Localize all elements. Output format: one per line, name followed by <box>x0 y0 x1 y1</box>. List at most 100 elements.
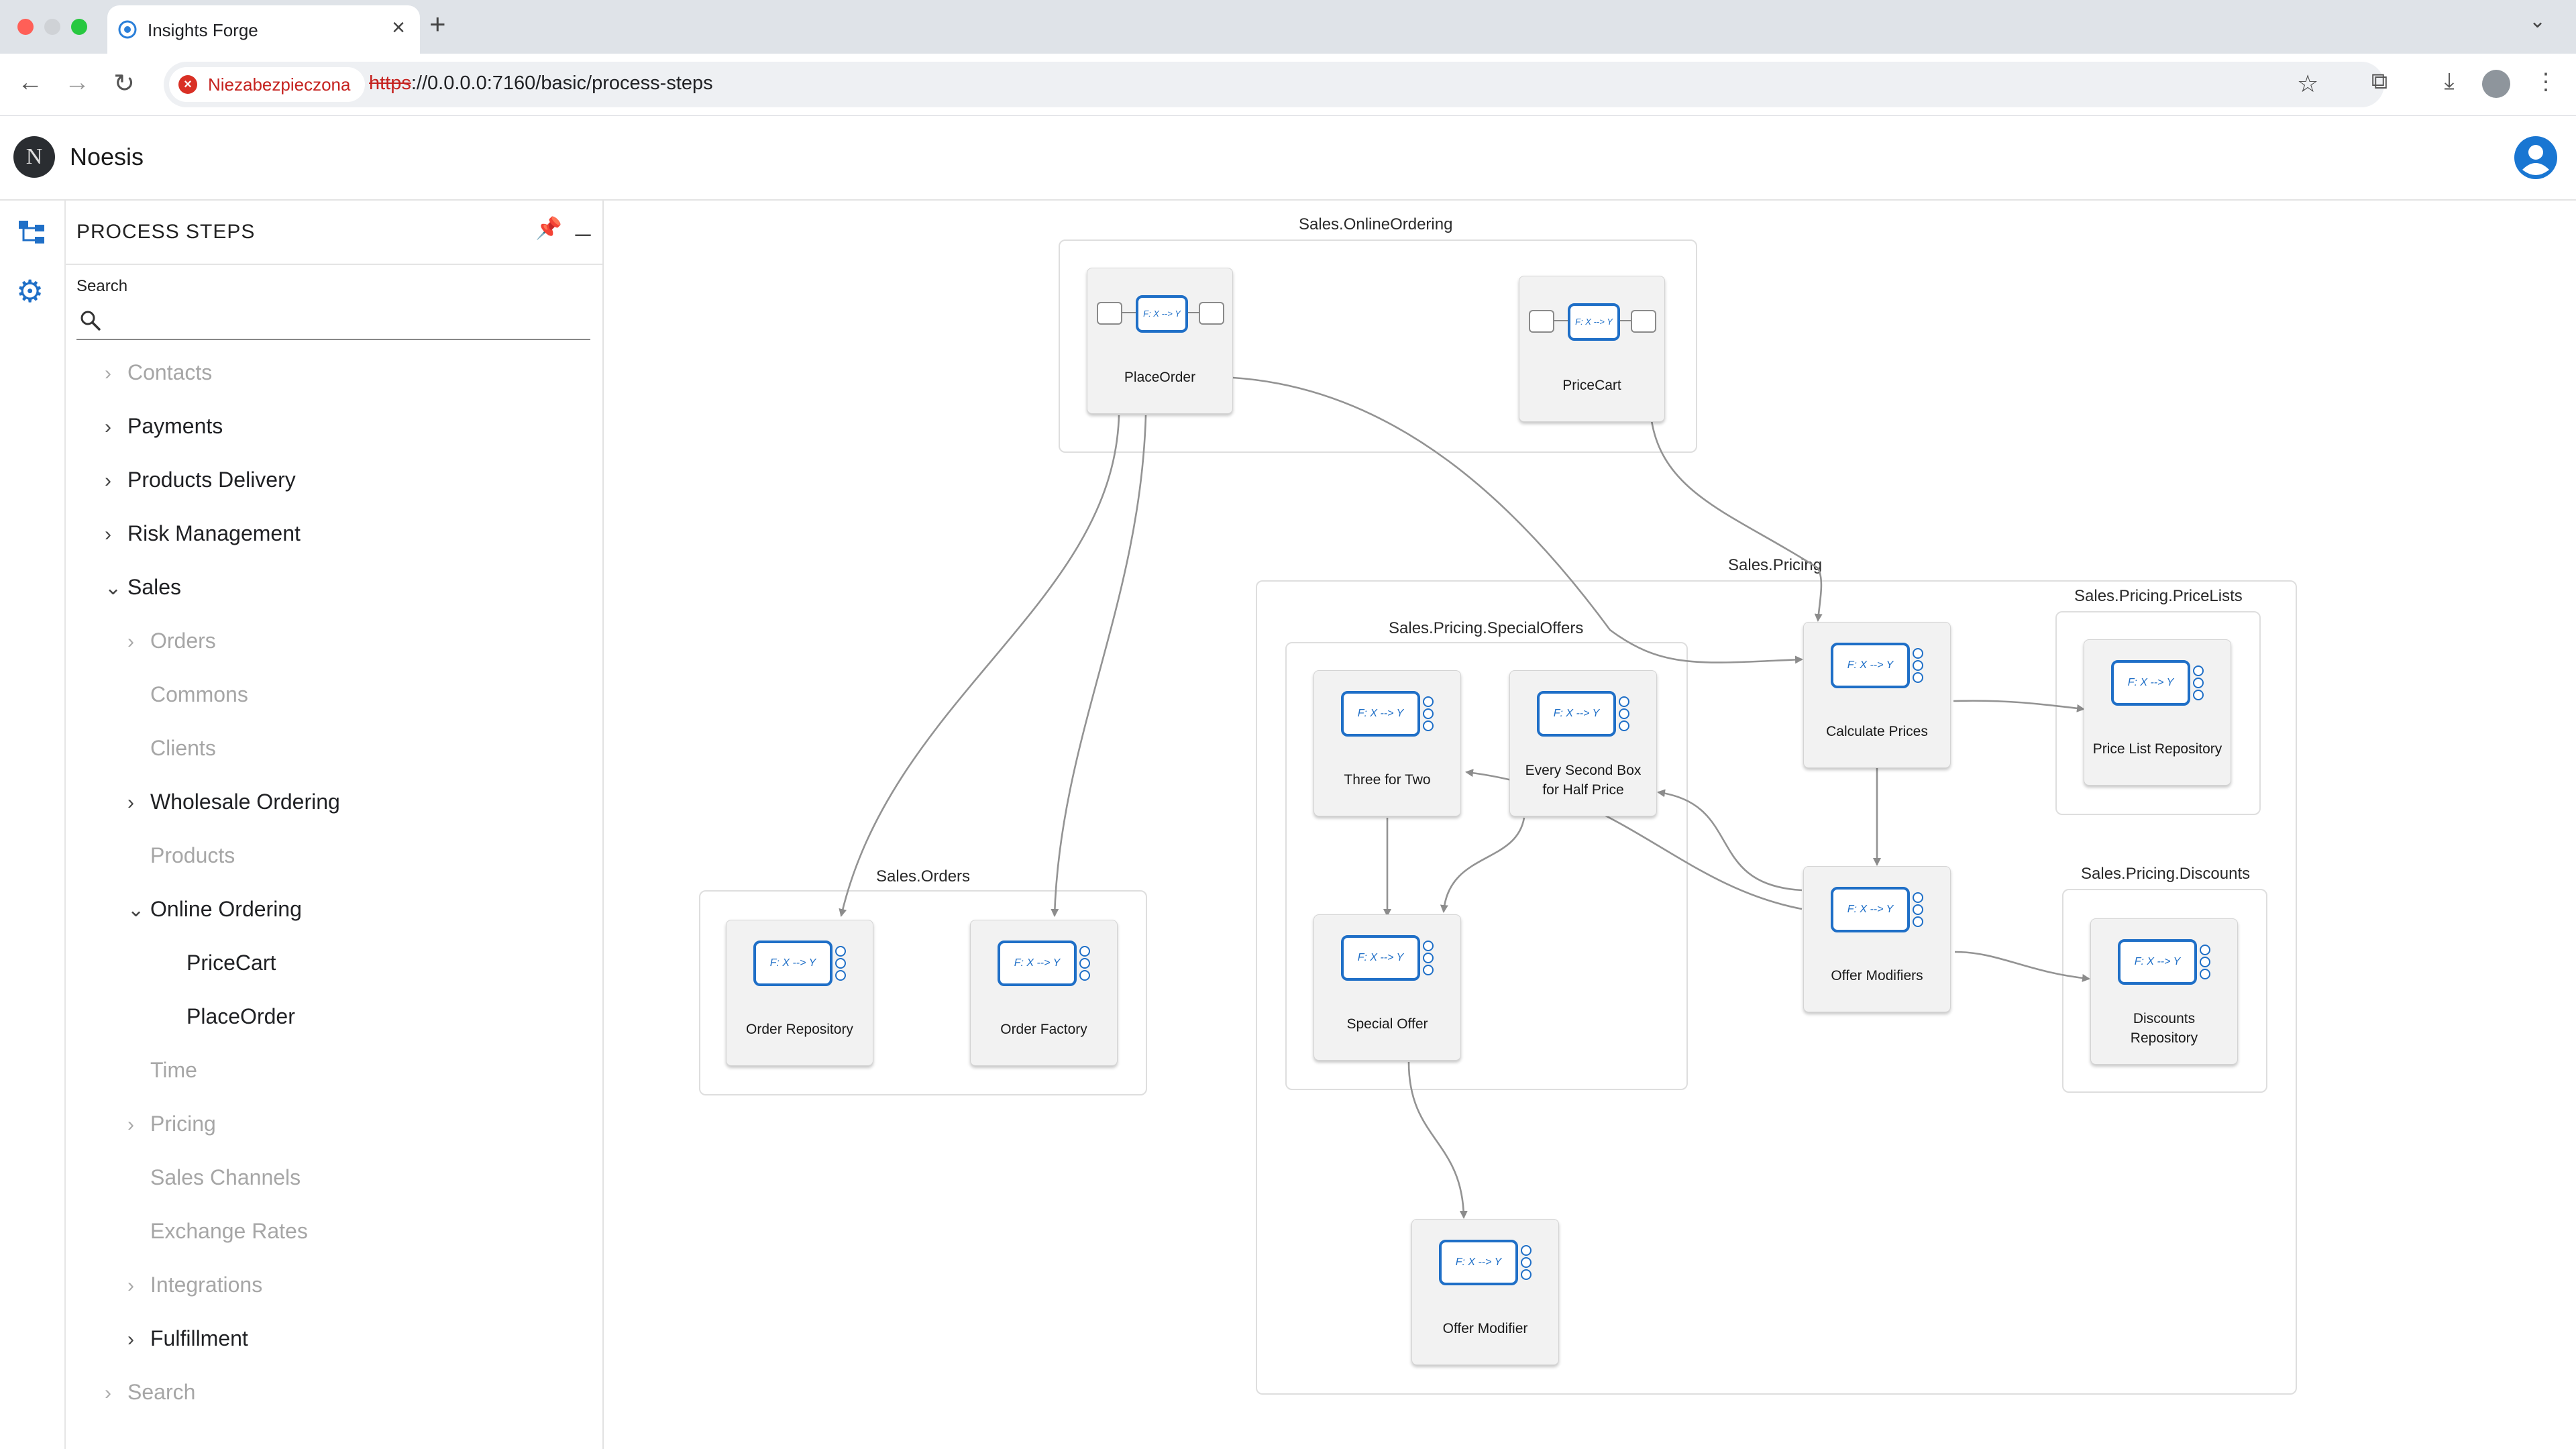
chevron-right-icon: › <box>105 416 111 438</box>
tree-item-label: Online Ordering <box>150 897 302 921</box>
node-offer-modifiers[interactable]: F: X --> Y Offer Modifiers <box>1803 866 1951 1012</box>
function-icon: F: X --> Y <box>1136 295 1188 333</box>
download-icon[interactable]: ⤓ <box>2444 68 2455 94</box>
group-sales-online-ordering <box>1059 239 1697 453</box>
tree-item-orders[interactable]: ›Orders <box>127 624 216 657</box>
ports-icon <box>1619 696 1629 733</box>
node-every-second-box-for-half-price[interactable]: F: X --> Y Every Second Box for Half Pri… <box>1509 670 1657 816</box>
tree-item-placeorder[interactable]: PlaceOrder <box>186 1000 295 1033</box>
tree-item-products-delivery[interactable]: ›Products Delivery <box>105 463 296 496</box>
tree-item-label: PlaceOrder <box>186 1004 295 1028</box>
tree-item-label: Time <box>150 1058 197 1082</box>
edge-offer-modifiers-to-every-second-box <box>1657 789 1803 892</box>
node-placeorder[interactable]: F: X --> Y PlaceOrder <box>1087 268 1233 414</box>
function-icon: F: X --> Y <box>1831 643 1910 688</box>
minimize-panel-icon[interactable]: _ <box>576 207 591 237</box>
node-special-offer[interactable]: F: X --> Y Special Offer <box>1313 914 1461 1061</box>
chevron-down-icon: ⌄ <box>127 899 145 921</box>
node-offer-modifier[interactable]: F: X --> Y Offer Modifier <box>1411 1219 1559 1365</box>
group-label: Sales.Pricing.PriceLists <box>2074 587 2243 605</box>
search-label: Search <box>76 277 128 295</box>
tree-item-label: Sales Channels <box>150 1165 301 1189</box>
ports-icon <box>835 946 846 982</box>
profile-avatar[interactable] <box>2482 70 2510 98</box>
tree-item-pricecart[interactable]: PriceCart <box>186 946 276 979</box>
address-bar[interactable]: × Niezabezpieczona https://0.0.0.0:7160/… <box>164 62 2384 107</box>
browser-tab-strip: Insights Forge × + ⌄ <box>0 0 2576 54</box>
tree-item-wholesale-ordering[interactable]: ›Wholesale Ordering <box>127 785 340 818</box>
edge-pricecart-to-calculate-prices <box>1650 420 1823 622</box>
search-field[interactable] <box>76 301 590 340</box>
tree-item-time[interactable]: Time <box>150 1053 197 1087</box>
group-sales-orders <box>699 890 1147 1095</box>
node-calculate-prices[interactable]: F: X --> Y Calculate Prices <box>1803 622 1951 768</box>
settings-gear-icon[interactable]: ⚙ <box>16 274 44 309</box>
tab-search-chevron-icon[interactable]: ⌄ <box>2529 10 2546 32</box>
edge-calculate-prices-to-price-list-repository <box>1953 700 2085 712</box>
new-tab-icon[interactable]: + <box>429 8 446 40</box>
edge-special-offer-to-offer-modifier <box>1407 1061 1468 1219</box>
node-three-for-two[interactable]: F: X --> Y Three for Two <box>1313 670 1461 816</box>
node-label: PlaceOrder <box>1124 370 1196 385</box>
function-icon: F: X --> Y <box>1439 1240 1518 1285</box>
maximize-window-icon[interactable] <box>71 19 87 35</box>
function-icon: F: X --> Y <box>1341 691 1420 737</box>
tree-item-integrations[interactable]: ›Integrations <box>127 1268 262 1301</box>
group-sales-pricing-discounts <box>2062 889 2267 1093</box>
chevron-right-icon: › <box>127 1114 134 1136</box>
user-account-icon[interactable] <box>2514 136 2557 179</box>
group-sales-pricing-pricelists <box>2055 611 2261 815</box>
close-window-icon[interactable] <box>17 19 34 35</box>
security-chip[interactable]: × Niezabezpieczona <box>169 67 366 102</box>
ports-icon <box>1079 946 1090 982</box>
tree-item-contacts[interactable]: ›Contacts <box>105 356 212 389</box>
group-sales-pricing-special-offers <box>1285 642 1688 1090</box>
node-label: Discounts <box>2133 1011 2196 1026</box>
search-input[interactable] <box>110 304 582 336</box>
browser-tab[interactable]: Insights Forge × <box>107 5 420 54</box>
tree-item-risk-management[interactable]: ›Risk Management <box>105 517 301 550</box>
bookmark-star-icon[interactable]: ☆ <box>2297 70 2319 97</box>
process-tree-icon[interactable] <box>17 219 47 246</box>
tree-item-clients[interactable]: Clients <box>150 731 216 765</box>
ports-icon <box>1423 696 1434 733</box>
tree-item-sales-channels[interactable]: Sales Channels <box>150 1161 301 1194</box>
tree-item-label: Search <box>127 1380 196 1404</box>
node-order-repository[interactable]: F: X --> Y Order Repository <box>726 920 873 1066</box>
tree-item-pricing[interactable]: ›Pricing <box>127 1107 216 1140</box>
node-order-factory[interactable]: F: X --> Y Order Factory <box>970 920 1118 1066</box>
forward-icon[interactable]: → <box>64 68 90 97</box>
minimize-window-icon[interactable] <box>44 19 60 35</box>
extensions-icon[interactable]: ⧉ <box>2371 68 2388 94</box>
node-label: PriceCart <box>1562 378 1621 393</box>
tree-item-products[interactable]: Products <box>150 839 235 872</box>
tree-item-search[interactable]: ›Search <box>105 1375 195 1409</box>
tree-item-payments[interactable]: ›Payments <box>105 409 223 443</box>
browser-menu-icon[interactable]: ⋮ <box>2534 69 2557 95</box>
tree-item-exchange-rates[interactable]: Exchange Rates <box>150 1214 308 1248</box>
ports-icon <box>1913 648 1923 684</box>
process-steps-panel: PROCESS STEPS 📌 _ Search ›Contacts ›Paym… <box>66 201 604 1449</box>
tree-item-commons[interactable]: Commons <box>150 678 248 711</box>
reload-icon[interactable]: ↻ <box>113 70 135 98</box>
tree-item-online-ordering[interactable]: ⌄Online Ordering <box>127 892 302 926</box>
edge-placeorder-to-calculate-prices <box>1232 376 1803 664</box>
tab-close-icon[interactable]: × <box>392 15 405 40</box>
ports-icon <box>1423 941 1434 977</box>
node-price-list-repository[interactable]: F: X --> Y Price List Repository <box>2084 639 2231 786</box>
pin-icon[interactable]: 📌 <box>535 216 562 240</box>
edge-placeorder-to-order-factory <box>1051 415 1147 917</box>
tree-item-fulfillment[interactable]: ›Fulfillment <box>127 1322 248 1355</box>
output-port-icon <box>1631 310 1656 333</box>
edge-placeorder-to-order-repository <box>839 415 1120 917</box>
node-discounts-repository[interactable]: F: X --> Y Discounts Repository <box>2090 918 2238 1065</box>
edge-every-second-box-to-special-offer <box>1440 817 1525 913</box>
app-header: N Noesis <box>0 116 2576 201</box>
node-pricecart[interactable]: F: X --> Y PriceCart <box>1519 276 1665 422</box>
back-icon[interactable]: ← <box>17 68 43 97</box>
chevron-right-icon: › <box>105 470 111 492</box>
node-label: Offer Modifiers <box>1831 968 1923 983</box>
tree-item-sales[interactable]: ⌄Sales <box>105 570 181 604</box>
process-diagram-canvas[interactable]: Sales.OnlineOrdering Sales.Pricing Sales… <box>604 201 2576 1449</box>
url-text[interactable]: https://0.0.0.0:7160/basic/process-steps <box>369 72 713 95</box>
